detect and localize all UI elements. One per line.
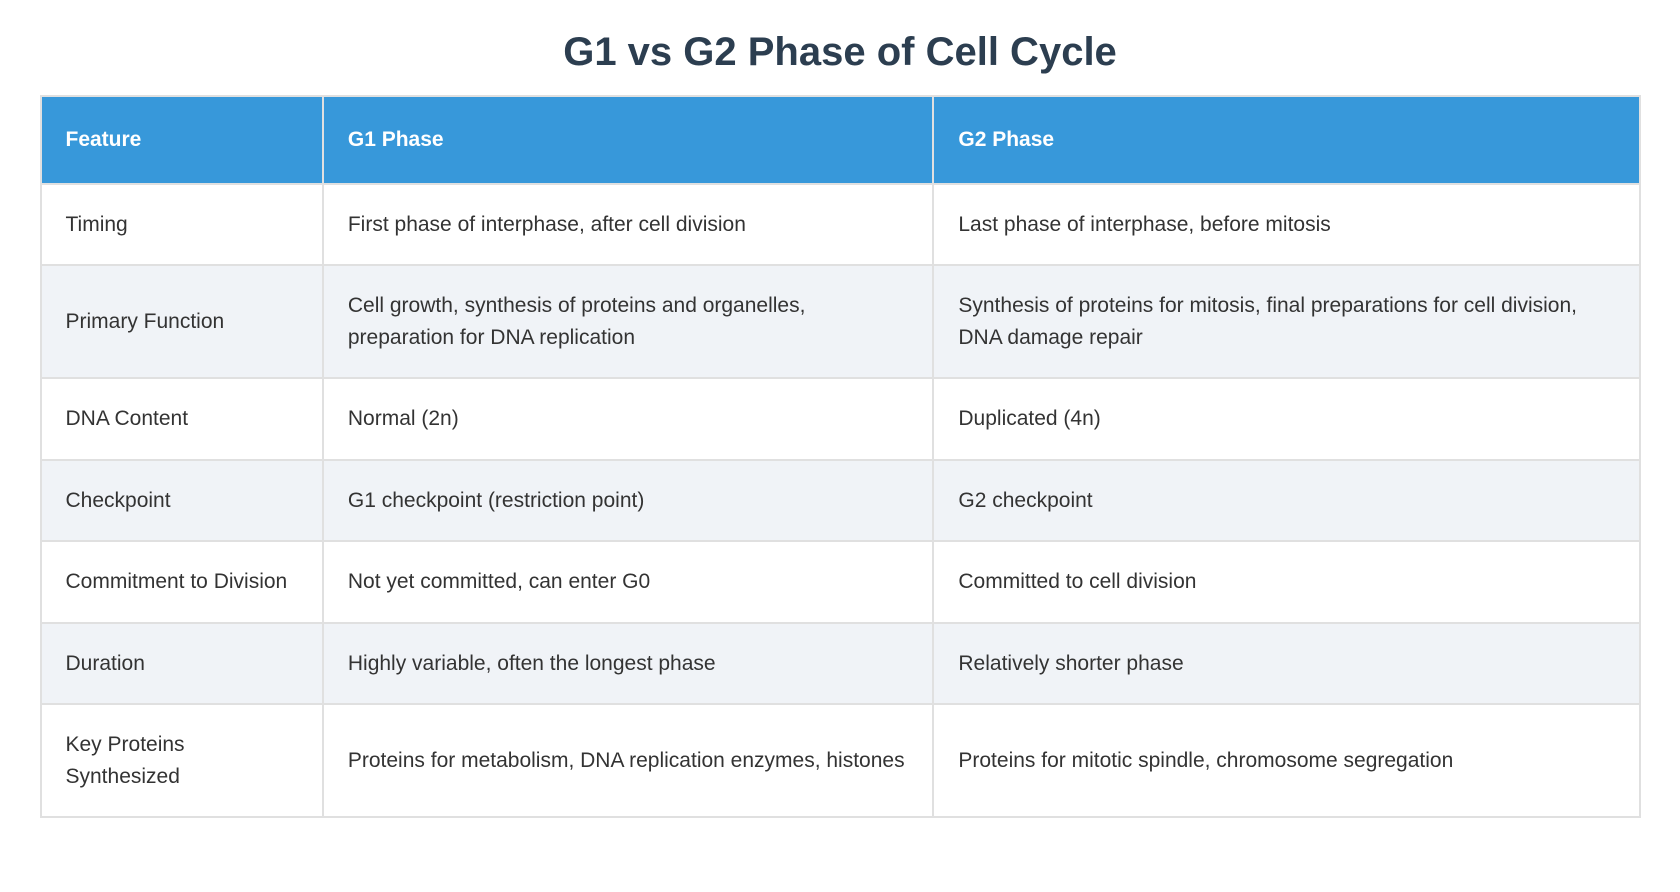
cell-g2-phase: Last phase of interphase, before mitosis [934,184,1639,264]
header-row: Feature G1 Phase G2 Phase [41,97,1639,183]
cell-g2-phase: Synthesis of proteins for mitosis, final… [934,266,1639,377]
table-row: Duration Highly variable, often the long… [41,623,1639,703]
table-body: Timing First phase of interphase, after … [41,184,1639,816]
cell-g1-phase: Proteins for metabolism, DNA replication… [323,705,933,816]
cell-g1-phase: Normal (2n) [323,379,933,459]
cell-g2-phase: Relatively shorter phase [934,623,1639,703]
cell-g2-phase: Duplicated (4n) [934,379,1639,459]
cell-feature: DNA Content [41,379,322,459]
cell-feature: Key Proteins Synthesized [41,705,322,816]
table-row: Timing First phase of interphase, after … [41,184,1639,264]
col-header-g1-phase: G1 Phase [323,97,933,183]
cell-feature: Timing [41,184,322,264]
cell-g1-phase: First phase of interphase, after cell di… [323,184,933,264]
cell-g2-phase: Proteins for mitotic spindle, chromosome… [934,705,1639,816]
table-row: Primary Function Cell growth, synthesis … [41,266,1639,377]
table-row: Checkpoint G1 checkpoint (restriction po… [41,460,1639,540]
col-header-feature: Feature [41,97,322,183]
page-title: G1 vs G2 Phase of Cell Cycle [563,30,1117,74]
cell-feature: Commitment to Division [41,542,322,622]
comparison-table: Feature G1 Phase G2 Phase Timing First p… [39,95,1641,818]
cell-feature: Duration [41,623,322,703]
table-row: Commitment to Division Not yet committed… [41,542,1639,622]
cell-feature: Primary Function [41,266,322,377]
cell-g1-phase: Highly variable, often the longest phase [323,623,933,703]
table-row: Key Proteins Synthesized Proteins for me… [41,705,1639,816]
col-header-g2-phase: G2 Phase [934,97,1639,183]
cell-feature: Checkpoint [41,460,322,540]
table-row: DNA Content Normal (2n) Duplicated (4n) [41,379,1639,459]
cell-g2-phase: G2 checkpoint [934,460,1639,540]
cell-g1-phase: Cell growth, synthesis of proteins and o… [323,266,933,377]
cell-g1-phase: Not yet committed, can enter G0 [323,542,933,622]
cell-g2-phase: Committed to cell division [934,542,1639,622]
cell-g1-phase: G1 checkpoint (restriction point) [323,460,933,540]
